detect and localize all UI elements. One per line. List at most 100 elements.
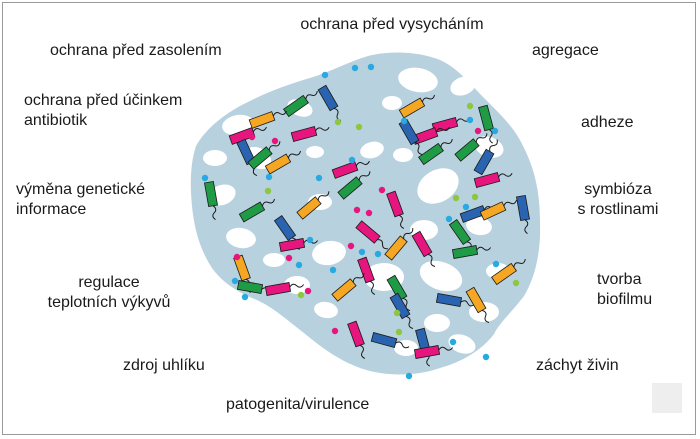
matrix-hole <box>450 76 476 96</box>
molecule-dot <box>491 127 499 135</box>
bacterium <box>355 220 388 250</box>
matrix-hole <box>382 96 402 110</box>
bacterium <box>347 320 366 359</box>
bacterium <box>204 180 218 221</box>
label-line: regulace <box>78 274 140 291</box>
molecule-dot <box>304 287 312 295</box>
bacterium <box>278 238 319 252</box>
matrix-hole <box>398 67 438 93</box>
molecule-dot <box>271 137 279 145</box>
molecule-dot <box>201 174 209 182</box>
bacterium <box>516 194 530 235</box>
molecule-dot <box>331 327 339 335</box>
bacterium <box>283 90 318 118</box>
molecule-dot <box>285 254 293 262</box>
label-temperature-regulation: regulace teplotních výkyvů <box>34 273 184 313</box>
label-line: antibiotik <box>24 112 88 129</box>
bacterium <box>290 126 330 142</box>
molecule-dot <box>365 209 373 217</box>
matrix-hole <box>314 301 338 319</box>
bacterium <box>478 104 494 144</box>
molecule-dot <box>405 372 413 380</box>
bacterium <box>413 345 454 359</box>
molecule-dot <box>297 291 305 299</box>
matrix-hole <box>474 136 504 158</box>
matrix-hole <box>424 314 450 332</box>
matrix-hole <box>419 260 463 292</box>
molecule-dot <box>264 187 272 195</box>
molecule-dot <box>334 118 342 126</box>
molecule-dot <box>265 173 273 181</box>
label-pathogenicity: patogenita/virulence <box>226 396 370 413</box>
bacterium <box>370 332 410 349</box>
matrix-hole <box>312 240 346 266</box>
molecule-dot <box>355 123 363 131</box>
bacterium <box>389 292 414 329</box>
matrix-hole <box>226 227 256 249</box>
label-genetic-exchange: výměna genetické informace <box>16 180 145 220</box>
bacterium <box>386 190 405 229</box>
bacterium <box>479 199 518 221</box>
molecule-dot <box>329 266 337 274</box>
label-line: s rostlinami <box>577 201 659 218</box>
bacterium <box>473 139 498 176</box>
molecule-dot <box>512 279 520 287</box>
matrix-hole <box>360 141 384 159</box>
label-line: biofilmu <box>597 291 653 308</box>
bacterium <box>454 133 488 162</box>
molecule-dot <box>306 236 314 244</box>
molecule-dot <box>466 116 474 124</box>
molecule-dot <box>378 186 386 194</box>
molecule-dot <box>321 71 329 79</box>
label-plant-symbiosis: symbióza s rostlinami <box>568 180 668 220</box>
molecule-dot <box>231 277 239 285</box>
label-carbon-source: zdroj uhlíku <box>123 357 205 374</box>
molecule-dot <box>248 133 256 141</box>
bacterium <box>398 94 435 119</box>
label-aggregation: agregace <box>532 42 599 59</box>
molecule-dot <box>347 242 355 250</box>
biofilm-matrix <box>190 52 541 375</box>
bacterium <box>247 141 281 170</box>
label-adhesion: adheze <box>581 114 634 131</box>
molecule-dot <box>233 253 241 261</box>
bacterium <box>331 160 370 179</box>
label-biofilm-formation: tvorba biofilmu <box>597 270 652 310</box>
label-salinity-protection: ochrana před zasolením <box>50 42 222 59</box>
molecule-dot <box>351 64 359 72</box>
bacterium <box>264 282 305 296</box>
matrix-hole <box>306 146 324 158</box>
molecule-dot <box>353 206 361 214</box>
bacterium <box>451 245 492 259</box>
molecule-dot <box>315 174 323 182</box>
label-antibiotic-protection: ochrana před účinkem antibiotik <box>24 91 182 131</box>
corner-square <box>652 383 682 413</box>
bacterium <box>337 171 371 200</box>
molecule-dots <box>201 63 520 380</box>
bacterium <box>411 230 436 267</box>
bacterium <box>465 286 490 323</box>
molecule-dot <box>462 203 470 211</box>
molecule-dot <box>492 260 500 268</box>
molecule-dot <box>482 353 490 361</box>
matrix-hole <box>263 253 285 267</box>
bacterium <box>357 256 376 295</box>
bacterium <box>418 138 453 166</box>
molecule-dot <box>241 293 249 301</box>
molecule-dot <box>374 250 382 258</box>
molecule-dot <box>445 215 453 223</box>
molecule-dot <box>449 338 457 346</box>
bacterium <box>384 228 414 261</box>
molecule-dot <box>474 127 482 135</box>
label-line: výměna genetické <box>16 181 145 198</box>
bacterium <box>238 198 275 223</box>
label-desiccation-protection: ochrana před vysycháním <box>300 16 484 33</box>
bacteria-cells <box>204 84 530 367</box>
bacterium <box>435 293 475 307</box>
matrix-hole <box>448 334 476 354</box>
molecule-dot <box>466 102 474 110</box>
label-line: ochrana před účinkem <box>24 92 183 109</box>
molecule-dot <box>358 248 366 256</box>
molecule-dot <box>400 117 408 125</box>
